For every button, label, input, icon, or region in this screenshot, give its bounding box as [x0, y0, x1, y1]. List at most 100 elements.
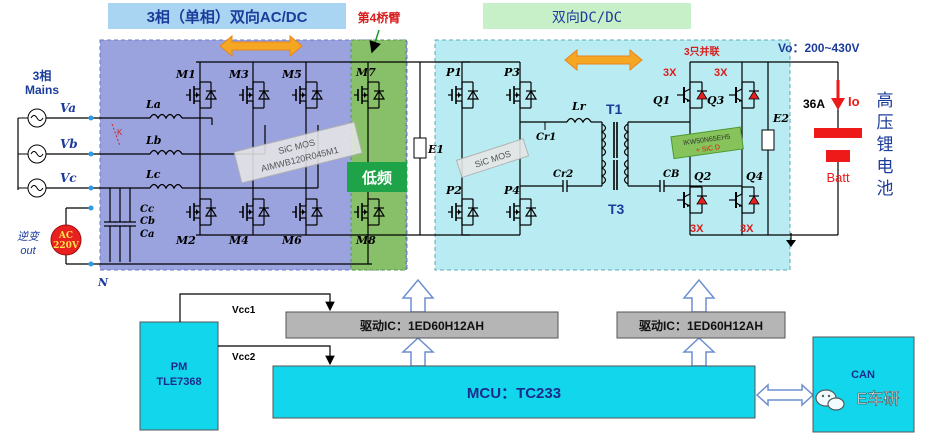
e2-label: E2 [772, 112, 789, 125]
mains-label-line2: Mains [25, 83, 59, 97]
hv-battery-char-3: 锂 [877, 135, 894, 154]
lb-label: Lb [145, 134, 162, 147]
mcu-box [272, 365, 756, 419]
vo-label: Vo：200~430V [778, 41, 860, 55]
lr-inductor [566, 117, 592, 124]
driver-left-up-arrow-icon [401, 278, 435, 313]
wechat-watermark: E车研 [815, 389, 900, 411]
ac-source-label-line1: AC [58, 231, 73, 241]
m2-label: M2 [175, 234, 196, 247]
mcu-right-up-arrow-icon [682, 336, 716, 367]
vc-label: Vc [60, 171, 77, 185]
battery-icon [814, 128, 862, 162]
ground-return-icon [786, 233, 796, 247]
pm-label-line1: PM [171, 361, 188, 373]
current-label: 36A [803, 97, 825, 111]
m1-label: M1 [175, 68, 196, 81]
fourth-leg-region [350, 39, 407, 271]
t1-label: T1 [606, 101, 623, 117]
ca-label: Ca [140, 229, 154, 240]
q4-label: Q4 [746, 170, 763, 183]
dcdc-title-bar [483, 3, 691, 29]
hv-battery-char-2: 压 [877, 113, 894, 132]
m7-label: M7 [355, 66, 376, 79]
low-freq-badge [347, 162, 407, 192]
va-source-icon [27, 108, 47, 128]
mcu-label: MCU：TC233 [467, 385, 561, 402]
driver-right-box [616, 311, 786, 339]
q4-3x-label: 3X [740, 223, 754, 235]
va-label: Va [60, 101, 76, 115]
pm-label-line2: TLE7368 [156, 376, 201, 388]
wechat-logo-icon [815, 389, 845, 411]
q3-3x-label: 3X [714, 67, 728, 79]
acdc-title-bar [108, 3, 346, 29]
cb-label: Cb [140, 216, 155, 227]
vb-source-icon [27, 144, 47, 164]
can-box [812, 336, 915, 433]
p4-label: P4 [503, 184, 520, 197]
q2-label: Q2 [694, 170, 712, 183]
parallel-3-label: 3只并联 [684, 45, 720, 58]
hv-battery-char-5: 池 [877, 179, 894, 198]
io-label: Io [848, 94, 860, 109]
acdc-bidirectional-arrow-icon [219, 34, 303, 58]
vc-source-icon [27, 178, 47, 198]
igbt-part-note: IKW50N65EH5 + SiC D [670, 126, 744, 160]
mains-label-line1: 3相 [33, 68, 52, 83]
q2-3x-label: 3X [690, 223, 704, 235]
lb-inductor [149, 149, 183, 156]
lc-label: Lc [145, 168, 161, 181]
lr-label: Lr [571, 100, 587, 113]
la-label: La [145, 98, 161, 111]
watermark-text: E车研 [857, 390, 900, 408]
ac-220v-source-icon [50, 224, 82, 256]
p3-label: P3 [503, 66, 520, 79]
m4-label: M4 [228, 234, 249, 247]
m8-label: M8 [355, 234, 376, 247]
t3-transformer [600, 159, 630, 190]
acdc-title: 3相（单相）双向AC/DC [147, 8, 308, 26]
p2-label: P2 [445, 184, 462, 197]
q1-3x-label: 3X [663, 67, 677, 79]
mcu-can-bidirectional-arrow-icon [755, 383, 815, 407]
la-inductor [149, 113, 183, 120]
low-freq-label: 低频 [361, 169, 392, 187]
m5-label: M5 [281, 68, 302, 81]
neutral-label: N [97, 276, 109, 289]
vb-label: Vb [60, 137, 78, 151]
pm-tle7368-box [139, 321, 219, 431]
lc-inductor [149, 183, 183, 190]
q3-label: Q3 [707, 94, 725, 107]
k-switch-label: K [117, 128, 123, 137]
inverter-out-label-line2: out [20, 245, 36, 257]
cb2-label: CB [663, 169, 679, 180]
cr2-label: Cr2 [553, 169, 573, 180]
p1-label: P1 [445, 66, 462, 79]
driver-right-label: 驱动IC：1ED60H12AH [639, 319, 763, 333]
inverter-out-label-line1: 逆变 [17, 230, 41, 243]
vcc2-label: Vcc2 [232, 352, 256, 363]
driver-left-box [285, 311, 559, 339]
can-label: CAN [851, 369, 875, 381]
cc-cb-ca-capacitors [104, 188, 136, 262]
m6-label: M6 [281, 234, 302, 247]
dcdc-bidirectional-arrow-icon [564, 48, 643, 72]
t3-label: T3 [608, 201, 625, 217]
sic-mos-note-2: SiC MOS [455, 138, 530, 179]
dcdc-title: 双向DC/DC [552, 10, 622, 26]
m3-label: M3 [228, 68, 249, 81]
vcc1-label: Vcc1 [232, 305, 256, 316]
batt-label: Batt [826, 170, 850, 185]
hv-battery-char-4: 电 [877, 157, 894, 176]
ac-source-label-line2: 220V [53, 241, 80, 251]
e1-label: E1 [427, 143, 444, 156]
cr1-label: Cr1 [536, 132, 556, 143]
driver-left-label: 驱动IC：1ED60H12AH [360, 319, 484, 333]
q1-label: Q1 [653, 94, 670, 107]
fourth-leg-label: 第4桥臂 [358, 10, 401, 25]
sic-mos-note: SiC MOS AIMWB120R045M1 [233, 121, 363, 184]
mcu-left-up-arrow-icon [401, 336, 435, 367]
driver-right-up-arrow-icon [682, 278, 716, 313]
